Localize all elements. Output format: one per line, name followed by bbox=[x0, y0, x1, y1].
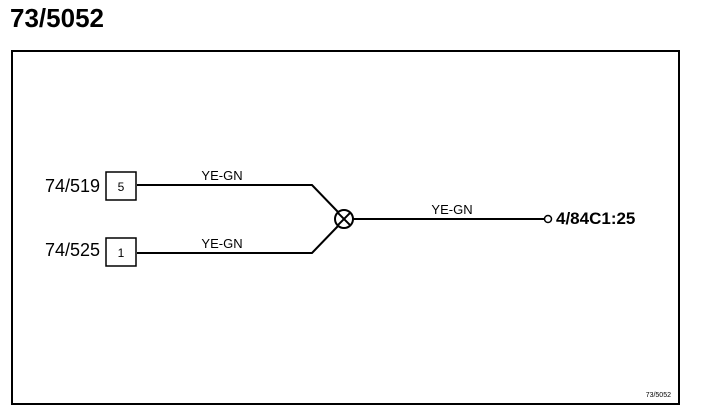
diagram-frame bbox=[11, 50, 680, 405]
connector-pin-box-1 bbox=[105, 171, 137, 201]
output-target-label: 4/84C1:25 bbox=[556, 209, 635, 228]
diagram-id-label: 73/5052 bbox=[646, 392, 671, 399]
page-title: 73/5052 bbox=[10, 3, 104, 33]
connector-pin-2: 1 bbox=[118, 246, 125, 260]
terminal-icon bbox=[543, 214, 553, 224]
connector-pin-1: 5 bbox=[118, 180, 125, 194]
component-label-1: 74/519 bbox=[45, 176, 100, 196]
connector-pin-box-2 bbox=[105, 237, 137, 267]
wire-color-label-2: YE-GN bbox=[201, 236, 242, 251]
wire-2 bbox=[137, 225, 339, 254]
wire-1 bbox=[137, 184, 339, 213]
component-label-2: 74/525 bbox=[45, 240, 100, 260]
splice-junction-icon bbox=[334, 209, 354, 229]
wire-color-label-output: YE-GN bbox=[431, 202, 472, 217]
wire-color-label-1: YE-GN bbox=[201, 168, 242, 183]
